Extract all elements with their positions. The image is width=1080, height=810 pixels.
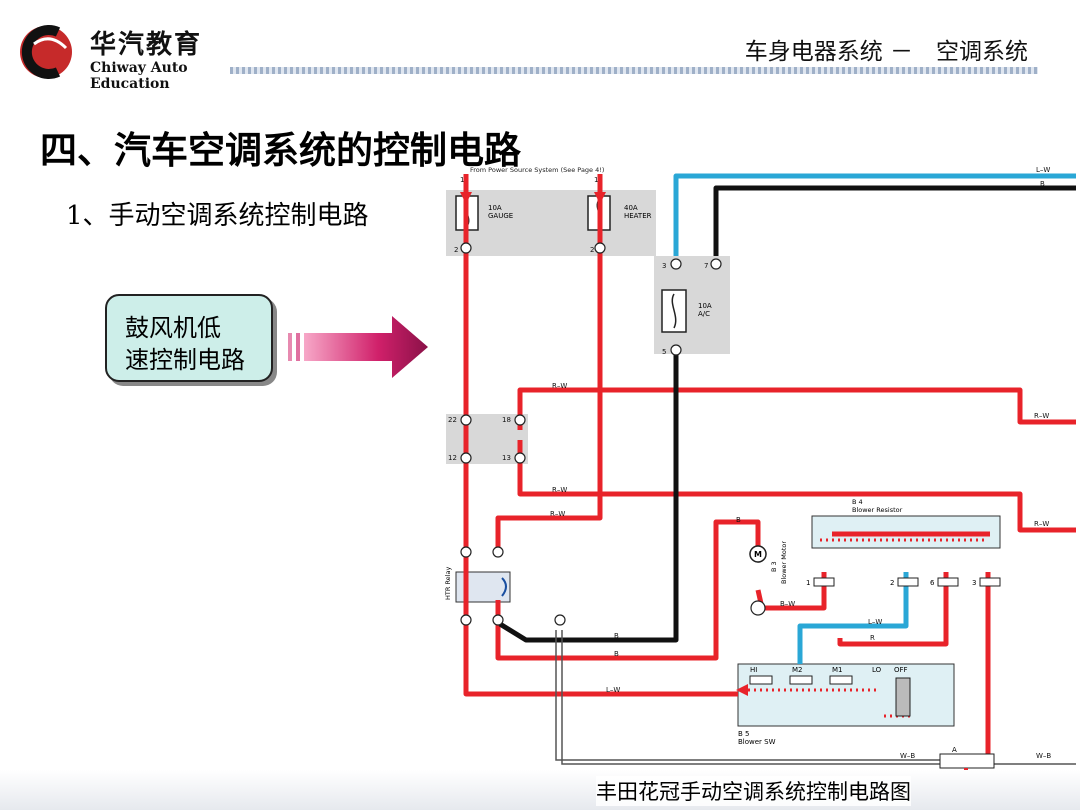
pin-numbers: 2 2 3 7 5 22 18 12 13 1 1 — [448, 176, 708, 462]
resistor-pins: 1 2 6 3 — [806, 577, 1001, 587]
svg-text:L–W: L–W — [1036, 166, 1050, 174]
svg-text:B: B — [614, 632, 619, 640]
svg-text:HEATER: HEATER — [624, 212, 652, 220]
svg-text:LO: LO — [872, 666, 882, 674]
svg-text:A: A — [952, 746, 957, 754]
current-arrow-icon — [594, 192, 606, 204]
slide-title: 四、汽车空调系统的控制电路 — [40, 128, 521, 172]
svg-text:1: 1 — [806, 579, 810, 587]
svg-text:M2: M2 — [792, 666, 803, 674]
svg-text:18: 18 — [502, 416, 511, 424]
blower-switch: HI M2 M1 LO OFF B 5 Blower SW — [738, 666, 911, 746]
ground-wires — [555, 630, 1076, 765]
svg-text:Blower SW: Blower SW — [738, 738, 776, 746]
resistor-name: Blower Resistor — [852, 506, 903, 514]
svg-text:R–W: R–W — [550, 510, 565, 518]
pointer-arrow-icon — [288, 316, 428, 378]
svg-text:B: B — [736, 516, 741, 524]
htr-relay: HTR Relay — [444, 567, 507, 600]
svg-text:R–W: R–W — [1034, 520, 1049, 528]
svg-text:B: B — [614, 650, 619, 658]
svg-text:22: 22 — [448, 416, 457, 424]
svg-text:13: 13 — [502, 454, 511, 462]
svg-text:M: M — [754, 550, 762, 559]
svg-text:1: 1 — [594, 176, 598, 184]
breadcrumb: 车身电器系统 － 空调系统 — [744, 39, 1028, 65]
chiway-logo-icon — [20, 25, 72, 79]
svg-text:W–B: W–B — [900, 752, 915, 760]
diagram-caption: 丰田花冠手动空调系统控制电路图 — [596, 776, 911, 806]
current-arrow-icon — [736, 684, 748, 696]
callout-box: 鼓风机低 速控制电路 — [105, 294, 273, 382]
circuit-diagram: From Power Source System (See Page 4!) 1… — [444, 166, 1076, 800]
black-wires — [498, 185, 1076, 643]
svg-text:HTR Relay: HTR Relay — [444, 567, 452, 600]
svg-text:7: 7 — [704, 262, 708, 270]
svg-text:5: 5 — [662, 348, 666, 356]
svg-text:L–W: L–W — [868, 618, 882, 626]
svg-text:2: 2 — [590, 246, 594, 254]
fuse-block — [446, 190, 656, 256]
svg-text:HI: HI — [750, 666, 757, 674]
svg-text:6: 6 — [930, 579, 935, 587]
logo-text-en: Chiway Auto Education — [90, 60, 188, 92]
svg-text:2: 2 — [890, 579, 894, 587]
source-label: From Power Source System (See Page 4!) — [470, 166, 604, 174]
current-arrow-icon — [460, 192, 472, 204]
svg-text:10A: 10A — [488, 204, 502, 212]
fuse-ac: 10A A/C — [661, 289, 712, 333]
svg-text:12: 12 — [448, 454, 457, 462]
svg-text:Blower Motor: Blower Motor — [780, 541, 788, 584]
logo: 华汽教育 Chiway Auto Education — [14, 16, 264, 92]
svg-text:OFF: OFF — [894, 666, 908, 674]
wire-labels: L–W B R–W R–W R–W R–W R–W B B B B–W L–W … — [550, 166, 1051, 760]
red-wires — [463, 174, 1076, 756]
svg-text:40A: 40A — [624, 204, 638, 212]
blower-motor: M B 3 Blower Motor — [749, 541, 788, 584]
blower-switch-box — [737, 663, 955, 727]
svg-text:GAUGE: GAUGE — [488, 212, 513, 220]
svg-text:B–W: B–W — [780, 600, 795, 608]
blue-wires — [673, 173, 1076, 664]
svg-text:3: 3 — [662, 262, 666, 270]
svg-text:A/C: A/C — [698, 310, 710, 318]
svg-text:B: B — [1040, 180, 1045, 188]
svg-text:W–B: W–B — [1036, 752, 1051, 760]
junction-connector — [446, 414, 528, 464]
callout-line-2: 速控制电路 — [125, 346, 245, 374]
svg-text:1: 1 — [460, 176, 464, 184]
svg-text:R: R — [870, 634, 875, 642]
svg-text:L–W: L–W — [606, 686, 620, 694]
callout-line-1: 鼓风机低 — [125, 314, 221, 342]
svg-text:M1: M1 — [832, 666, 843, 674]
svg-text:3: 3 — [972, 579, 976, 587]
logo-text-cn: 华汽教育 — [90, 30, 203, 60]
slide-subtitle: 1、手动空调系统控制电路 — [66, 201, 369, 231]
svg-text:R–W: R–W — [552, 486, 567, 494]
svg-text:2: 2 — [454, 246, 458, 254]
svg-text:R–W: R–W — [1034, 412, 1049, 420]
svg-text:10A: 10A — [698, 302, 712, 310]
svg-text:B 5: B 5 — [738, 730, 749, 738]
footer-band — [0, 770, 1080, 810]
header-divider — [230, 67, 1038, 74]
svg-text:R–W: R–W — [552, 382, 567, 390]
svg-text:B 3: B 3 — [770, 561, 778, 572]
resistor-code: B 4 — [852, 498, 863, 506]
